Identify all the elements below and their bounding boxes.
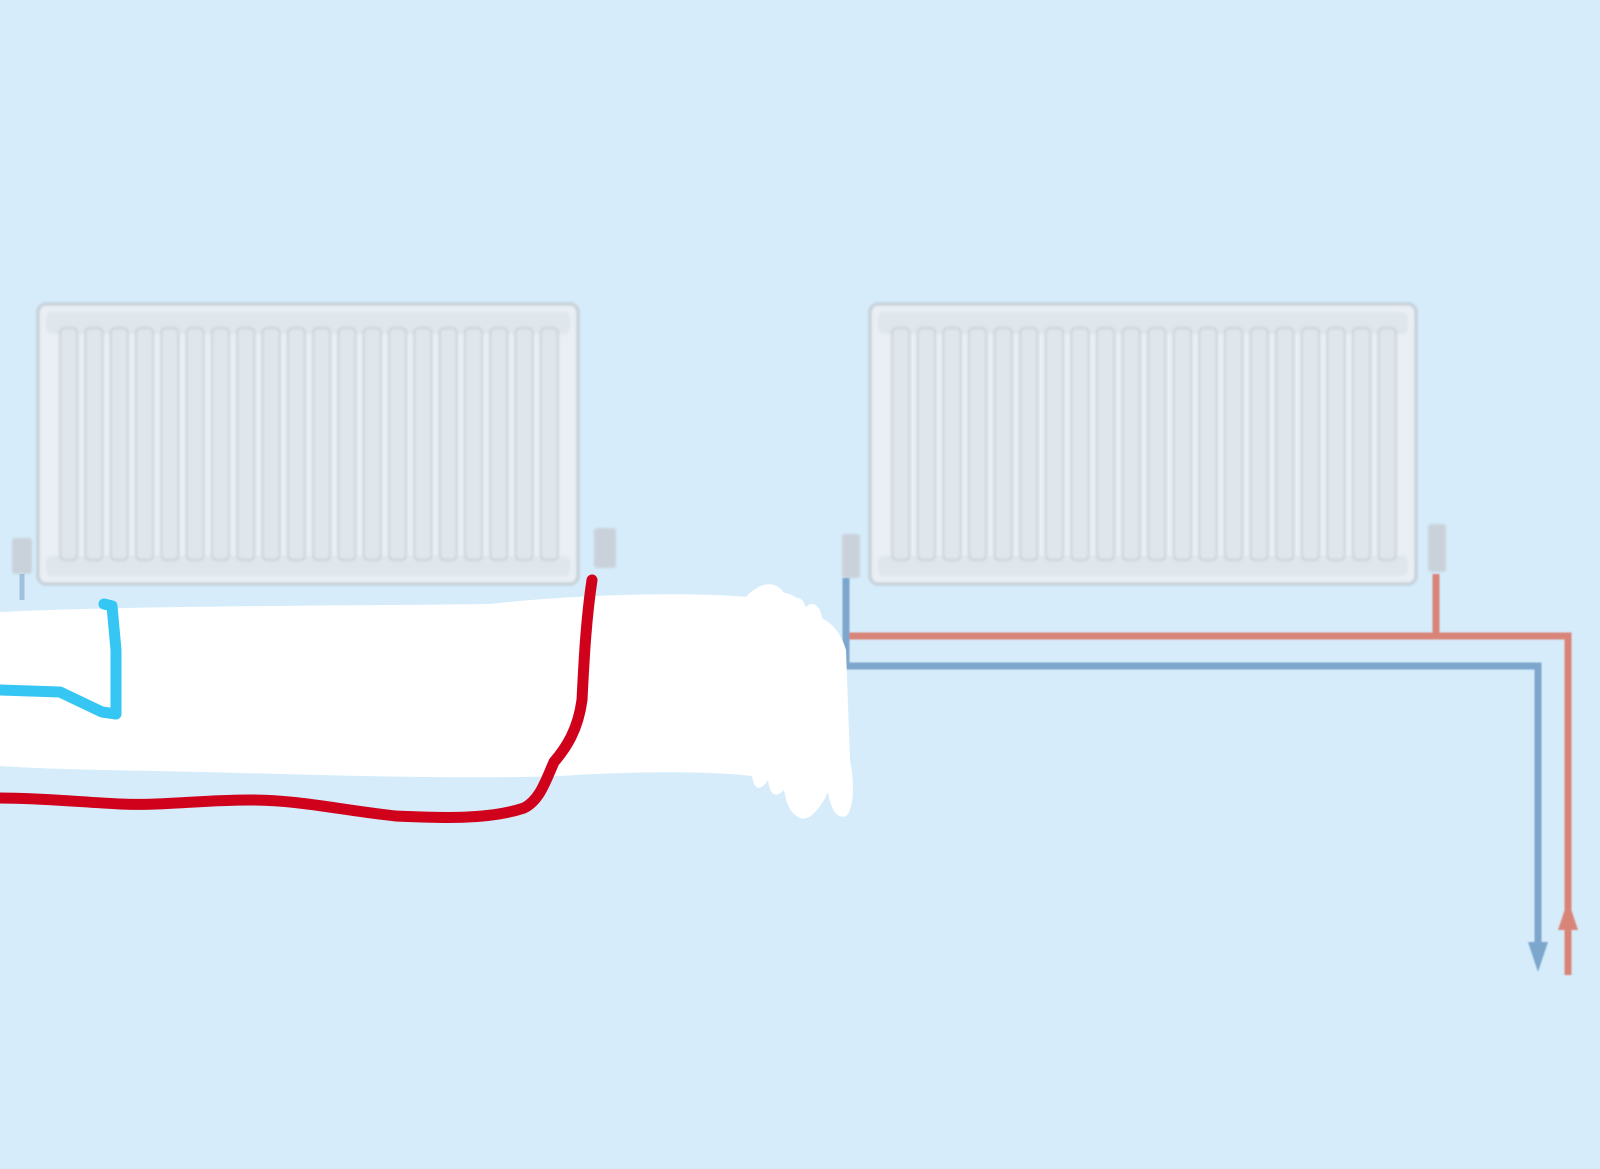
radiator-left-fin [438,327,458,561]
radiator-left-wall-bracket-right [594,528,616,568]
radiator-left-fin [514,327,534,561]
pipe-network [842,574,1578,975]
radiator-right-fins [891,327,1397,561]
white-paint-overlay [0,584,853,819]
radiator-left [12,302,616,586]
radiator-right-fin [1249,327,1269,561]
radiator-right-fin [1121,327,1141,561]
radiator-right-fin [1326,327,1346,561]
radiator-right-fin [1044,327,1064,561]
radiator-right-bottom-rail [878,556,1408,576]
return-arrow-down [1528,890,1548,972]
radiator-right-fin [1172,327,1192,561]
radiator-left-fin [489,327,509,561]
radiator-left-fin [236,327,256,561]
radiator-right-fin [1070,327,1090,561]
radiator-left-fin [160,327,180,561]
radiator-right-fin [1300,327,1320,561]
radiator-right-right-valve [1428,524,1446,572]
radiator-right-fin [1198,327,1218,561]
radiator-right-fin [1019,327,1039,561]
radiator-right-fin [1377,327,1397,561]
radiator-left-fin [388,327,407,561]
radiator-right-fin [968,327,988,561]
radiator-right-fin [891,327,911,561]
radiator-left-fin [539,327,559,561]
radiator-left-fin [261,327,281,561]
radiator-left-fin [312,327,332,561]
return-pipe [842,578,1542,955]
radiator-right-fin [916,327,936,561]
hand-drawn-red-pipe [0,574,598,823]
radiator-left-fin [59,327,79,561]
radiator-right-fin [1096,327,1116,561]
radiator-left-fin [413,327,433,561]
radiator-left-fins [59,327,559,561]
radiator-left-bottom-rail [46,556,570,576]
flow-pipe [846,632,1572,975]
radiator-right-fin [1275,327,1295,561]
radiator-left-fin [362,327,382,561]
radiator-right-fin [1147,327,1167,561]
flow-arrow-up [1558,900,1578,975]
radiator-right-fin [942,327,962,561]
radiator-right-fin [1224,327,1244,561]
radiator-right-fin [1352,327,1372,561]
radiator-left-fin [109,327,129,561]
radiator-left-fin [286,327,306,561]
radiator-left-fin [211,327,230,561]
radiator-right-left-valve [842,534,860,578]
radiator-left-fin [84,327,104,561]
radiator-left-fin [185,327,205,561]
radiator-left-fin [464,327,483,561]
radiator-right [842,302,1446,586]
radiator-left-wall-bracket [12,538,32,574]
radiator-left-fin [337,327,357,561]
radiator-left-fin [135,327,154,561]
hand-drawn-blue-pipe [0,598,122,720]
radiator-right-fin [993,327,1013,561]
